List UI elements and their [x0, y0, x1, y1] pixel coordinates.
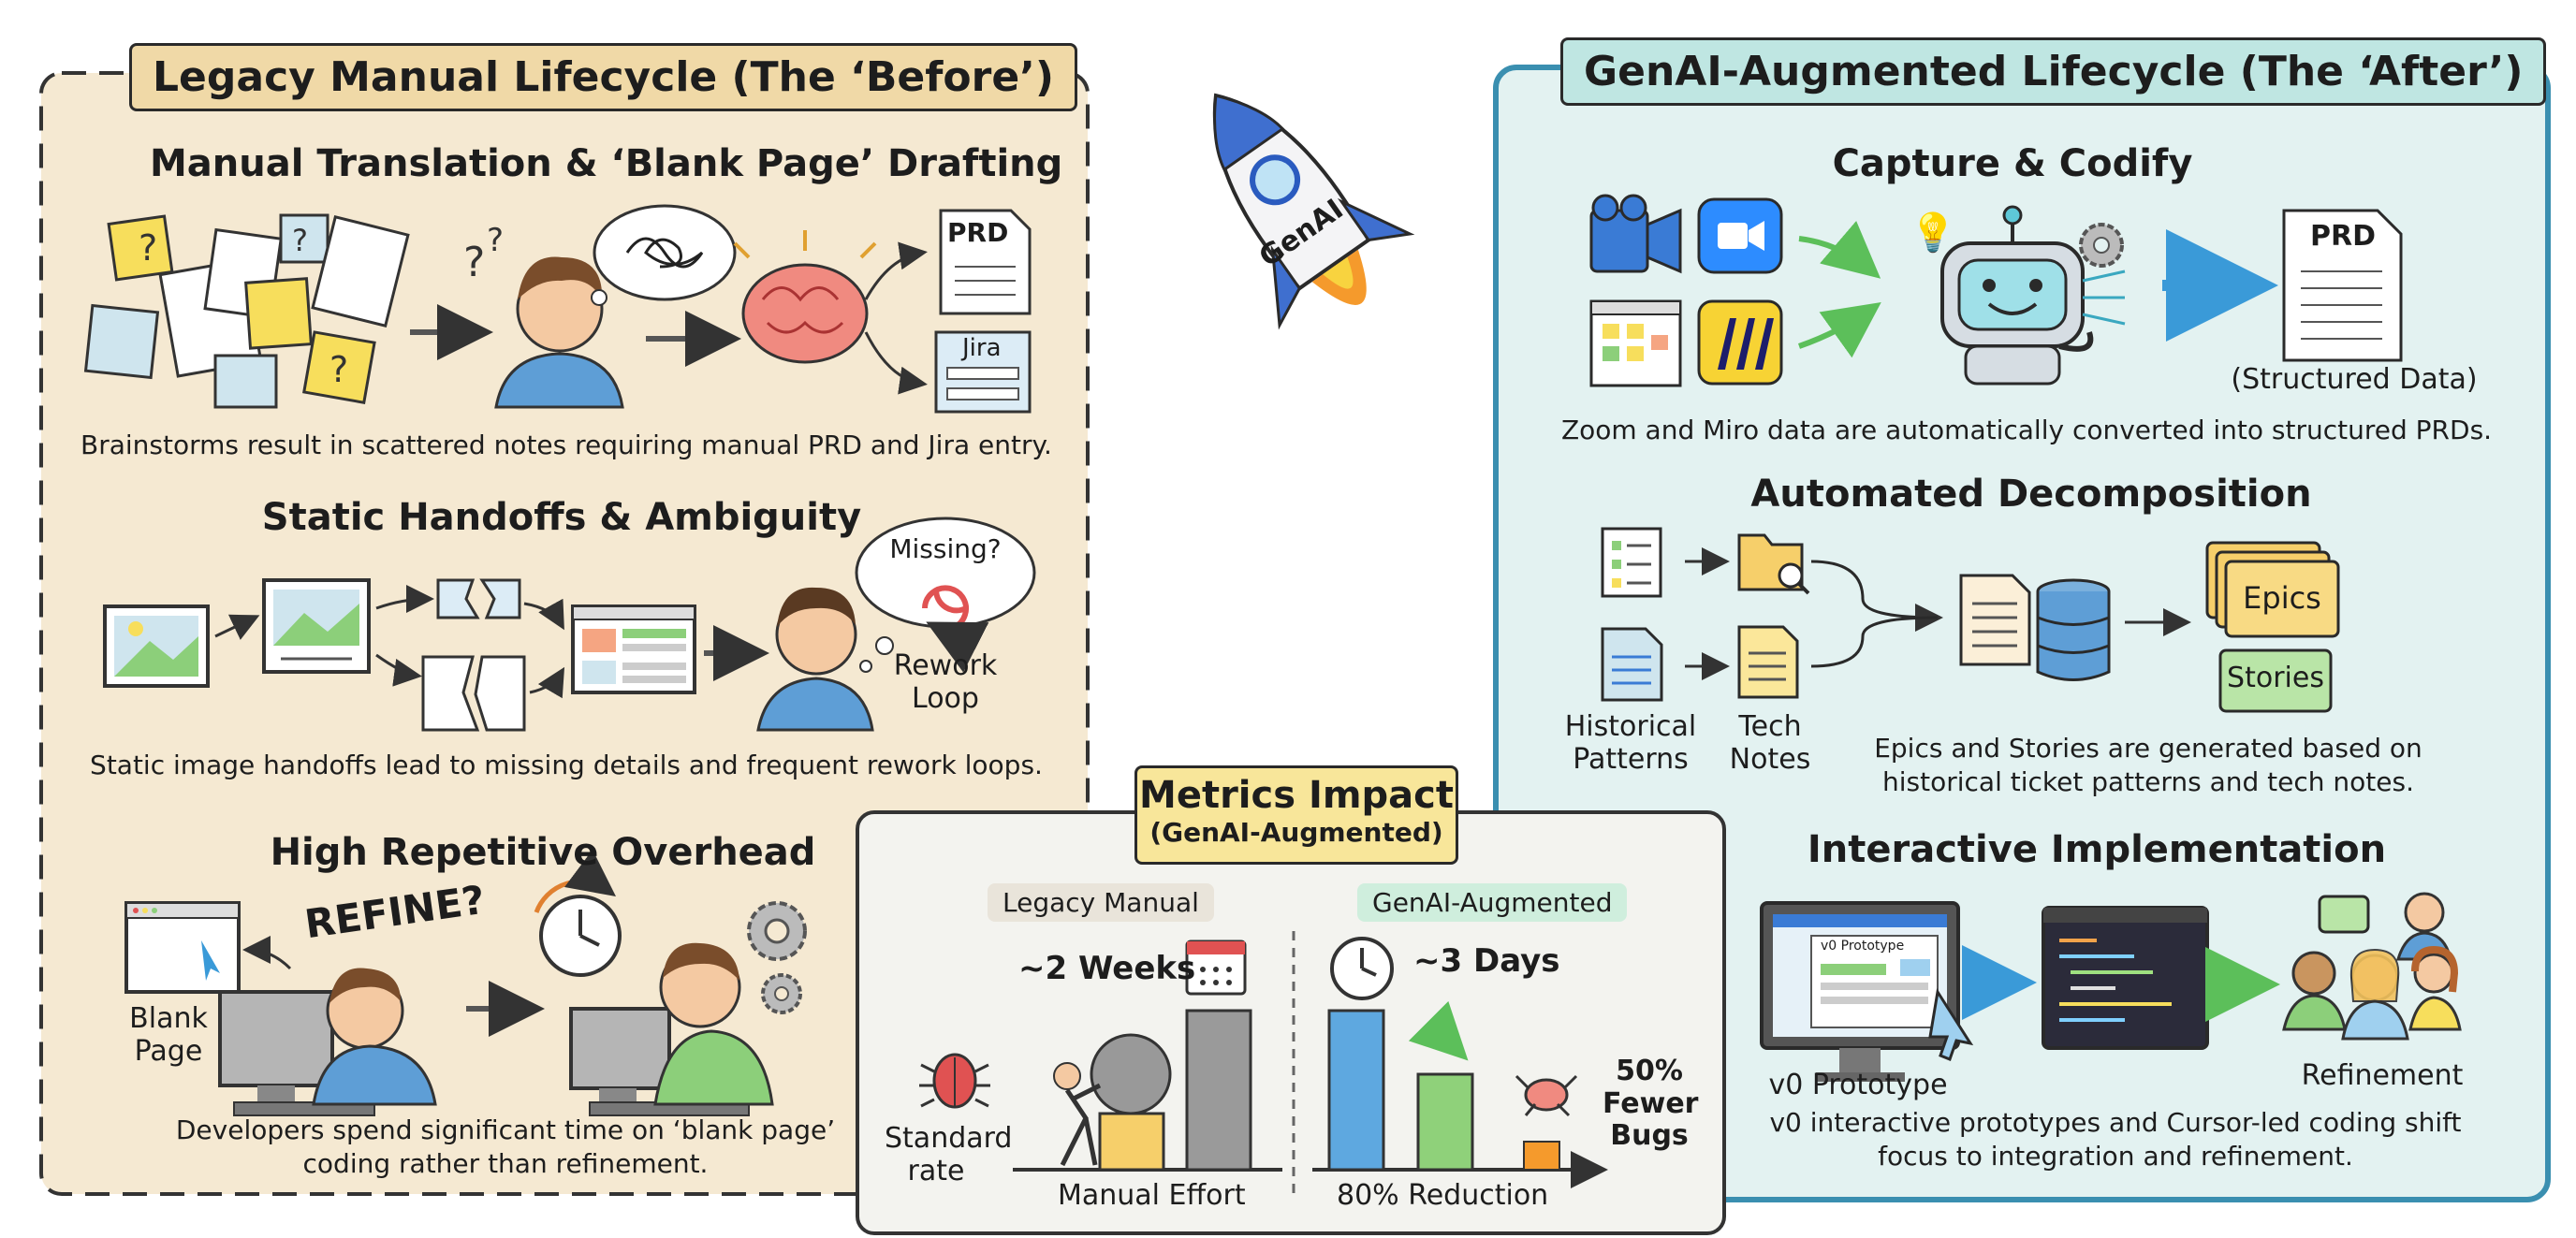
robot-icon: 💡 [1910, 205, 2126, 386]
genai-time-label: ~3 Days [1413, 942, 1560, 980]
video-camera-icon [1589, 194, 1682, 274]
structured-data-label: (Structured Data) [2231, 363, 2478, 396]
after-section1-title: Capture & Codify [1832, 142, 2193, 185]
historical-patterns-doc-icon [1601, 627, 1663, 702]
missing-bubble-label: Missing? [889, 533, 1002, 564]
tangled-thought-icon [591, 204, 737, 306]
after-section3-caption: v0 interactive prototypes and Cursor-led… [1769, 1107, 2462, 1172]
metrics-title-box: Metrics Impact (GenAI-Augmented) [1134, 765, 1458, 865]
stories-card-icon [2218, 648, 2333, 713]
broken-puzzle-icon [436, 578, 521, 619]
rework-loop-icon [922, 585, 989, 673]
svg-text:💡: 💡 [1910, 211, 1956, 255]
prd-doc-label: PRD [947, 217, 1009, 248]
monitor-prototype-icon [1760, 901, 1974, 1082]
refinement-label: Refinement [2301, 1059, 2464, 1092]
after-section1-caption: Zoom and Miro data are automatically con… [1560, 415, 2493, 445]
browser-window-icon [124, 901, 241, 994]
after-panel-title: GenAI-Augmented Lifecycle (The ‘After’) [1560, 37, 2547, 106]
checklist-icon [1601, 527, 1662, 598]
rocket-icon [1212, 93, 1415, 330]
epics-label: Epics [2243, 580, 2321, 616]
thought-bubble-icon [855, 517, 1036, 673]
prd-document-icon-after [2282, 209, 2403, 362]
before-section1-caption: Brainstorms result in scattered notes re… [80, 430, 1052, 460]
historical-patterns-label: Historical Patterns [1564, 710, 1697, 776]
jira-card-icon [934, 330, 1032, 414]
jira-doc-label: Jira [962, 334, 1002, 362]
stories-label: Stories [2227, 662, 2324, 694]
clock-icon [534, 850, 622, 977]
before-section3-caption: Developers spend significant time on ‘bl… [175, 1114, 836, 1180]
legacy-manual-tag: Legacy Manual [988, 883, 1214, 922]
reduction-label: 80% Reduction [1337, 1179, 1549, 1212]
code-editor-icon [2042, 906, 2209, 1050]
before-section1-title: Manual Translation & ‘Blank Page’ Drafti… [150, 142, 1063, 185]
developer-coding-icon [569, 942, 774, 1116]
frustrated-person-icon [756, 587, 874, 732]
wireframe-icon [571, 604, 696, 694]
before-section2-caption: Static image handoffs lead to missing de… [90, 750, 1043, 780]
manual-effort-label: Manual Effort [1058, 1179, 1246, 1212]
brain-icon [733, 230, 877, 364]
genai-augmented-tag: GenAI-Augmented [1357, 883, 1628, 922]
gears-icon [747, 901, 807, 1014]
miro-icon [1697, 299, 1783, 386]
metrics-subtitle: (GenAI-Augmented) [1149, 817, 1443, 848]
whiteboard-icon [1589, 299, 1682, 387]
before-panel-title: Legacy Manual Lifecycle (The ‘Before’) [129, 43, 1077, 111]
after-section2-title: Automated Decomposition [1750, 473, 2312, 516]
blank-page-label: Blank Page [129, 1002, 208, 1068]
svg-text:?: ? [463, 239, 485, 286]
v0-prototype-label: v0 Prototype [1768, 1069, 1948, 1101]
team-icon [2282, 892, 2462, 1041]
image-icon [103, 604, 210, 688]
legacy-time-label: ~2 Weeks [1018, 950, 1196, 987]
svg-text:?: ? [292, 223, 308, 258]
tech-notes-icon [1737, 625, 1799, 699]
tired-developer-icon [218, 968, 437, 1116]
after-section3-title: Interactive Implementation [1807, 828, 2387, 871]
thinking-person-icon: ? ? [463, 222, 624, 409]
zoom-icon [1697, 197, 1783, 274]
image-frame-icon [262, 578, 371, 674]
after-section2-caption: Epics and Stories are generated based on… [1874, 733, 2422, 798]
after-prd-label: PRD [2310, 220, 2376, 253]
standard-rate-label: Standard rate [885, 1122, 1013, 1187]
svg-text:?: ? [487, 222, 504, 259]
folder-search-icon [1737, 533, 1810, 595]
svg-text:?: ? [329, 349, 348, 390]
before-section3-title: High Repetitive Overhead [270, 831, 816, 874]
fewer-bugs-label: 50% Fewer Bugs [1603, 1055, 1699, 1152]
before-section2-title: Static Handoffs & Ambiguity [261, 496, 862, 539]
prototype-screen-label: v0 Prototype [1821, 939, 1905, 954]
epics-card-icon [2205, 541, 2340, 638]
document-stack-icon [1959, 574, 2031, 666]
broken-window-icon [421, 655, 526, 732]
svg-text:?: ? [139, 227, 157, 269]
rework-loop-label: Rework Loop [893, 649, 998, 715]
metrics-title: Metrics Impact [1139, 774, 1454, 817]
database-icon [2036, 578, 2111, 681]
prd-document-icon [939, 209, 1032, 315]
sticky-notes-icon: ? ? ? [83, 213, 410, 409]
tech-notes-label: Tech Notes [1729, 710, 1811, 776]
